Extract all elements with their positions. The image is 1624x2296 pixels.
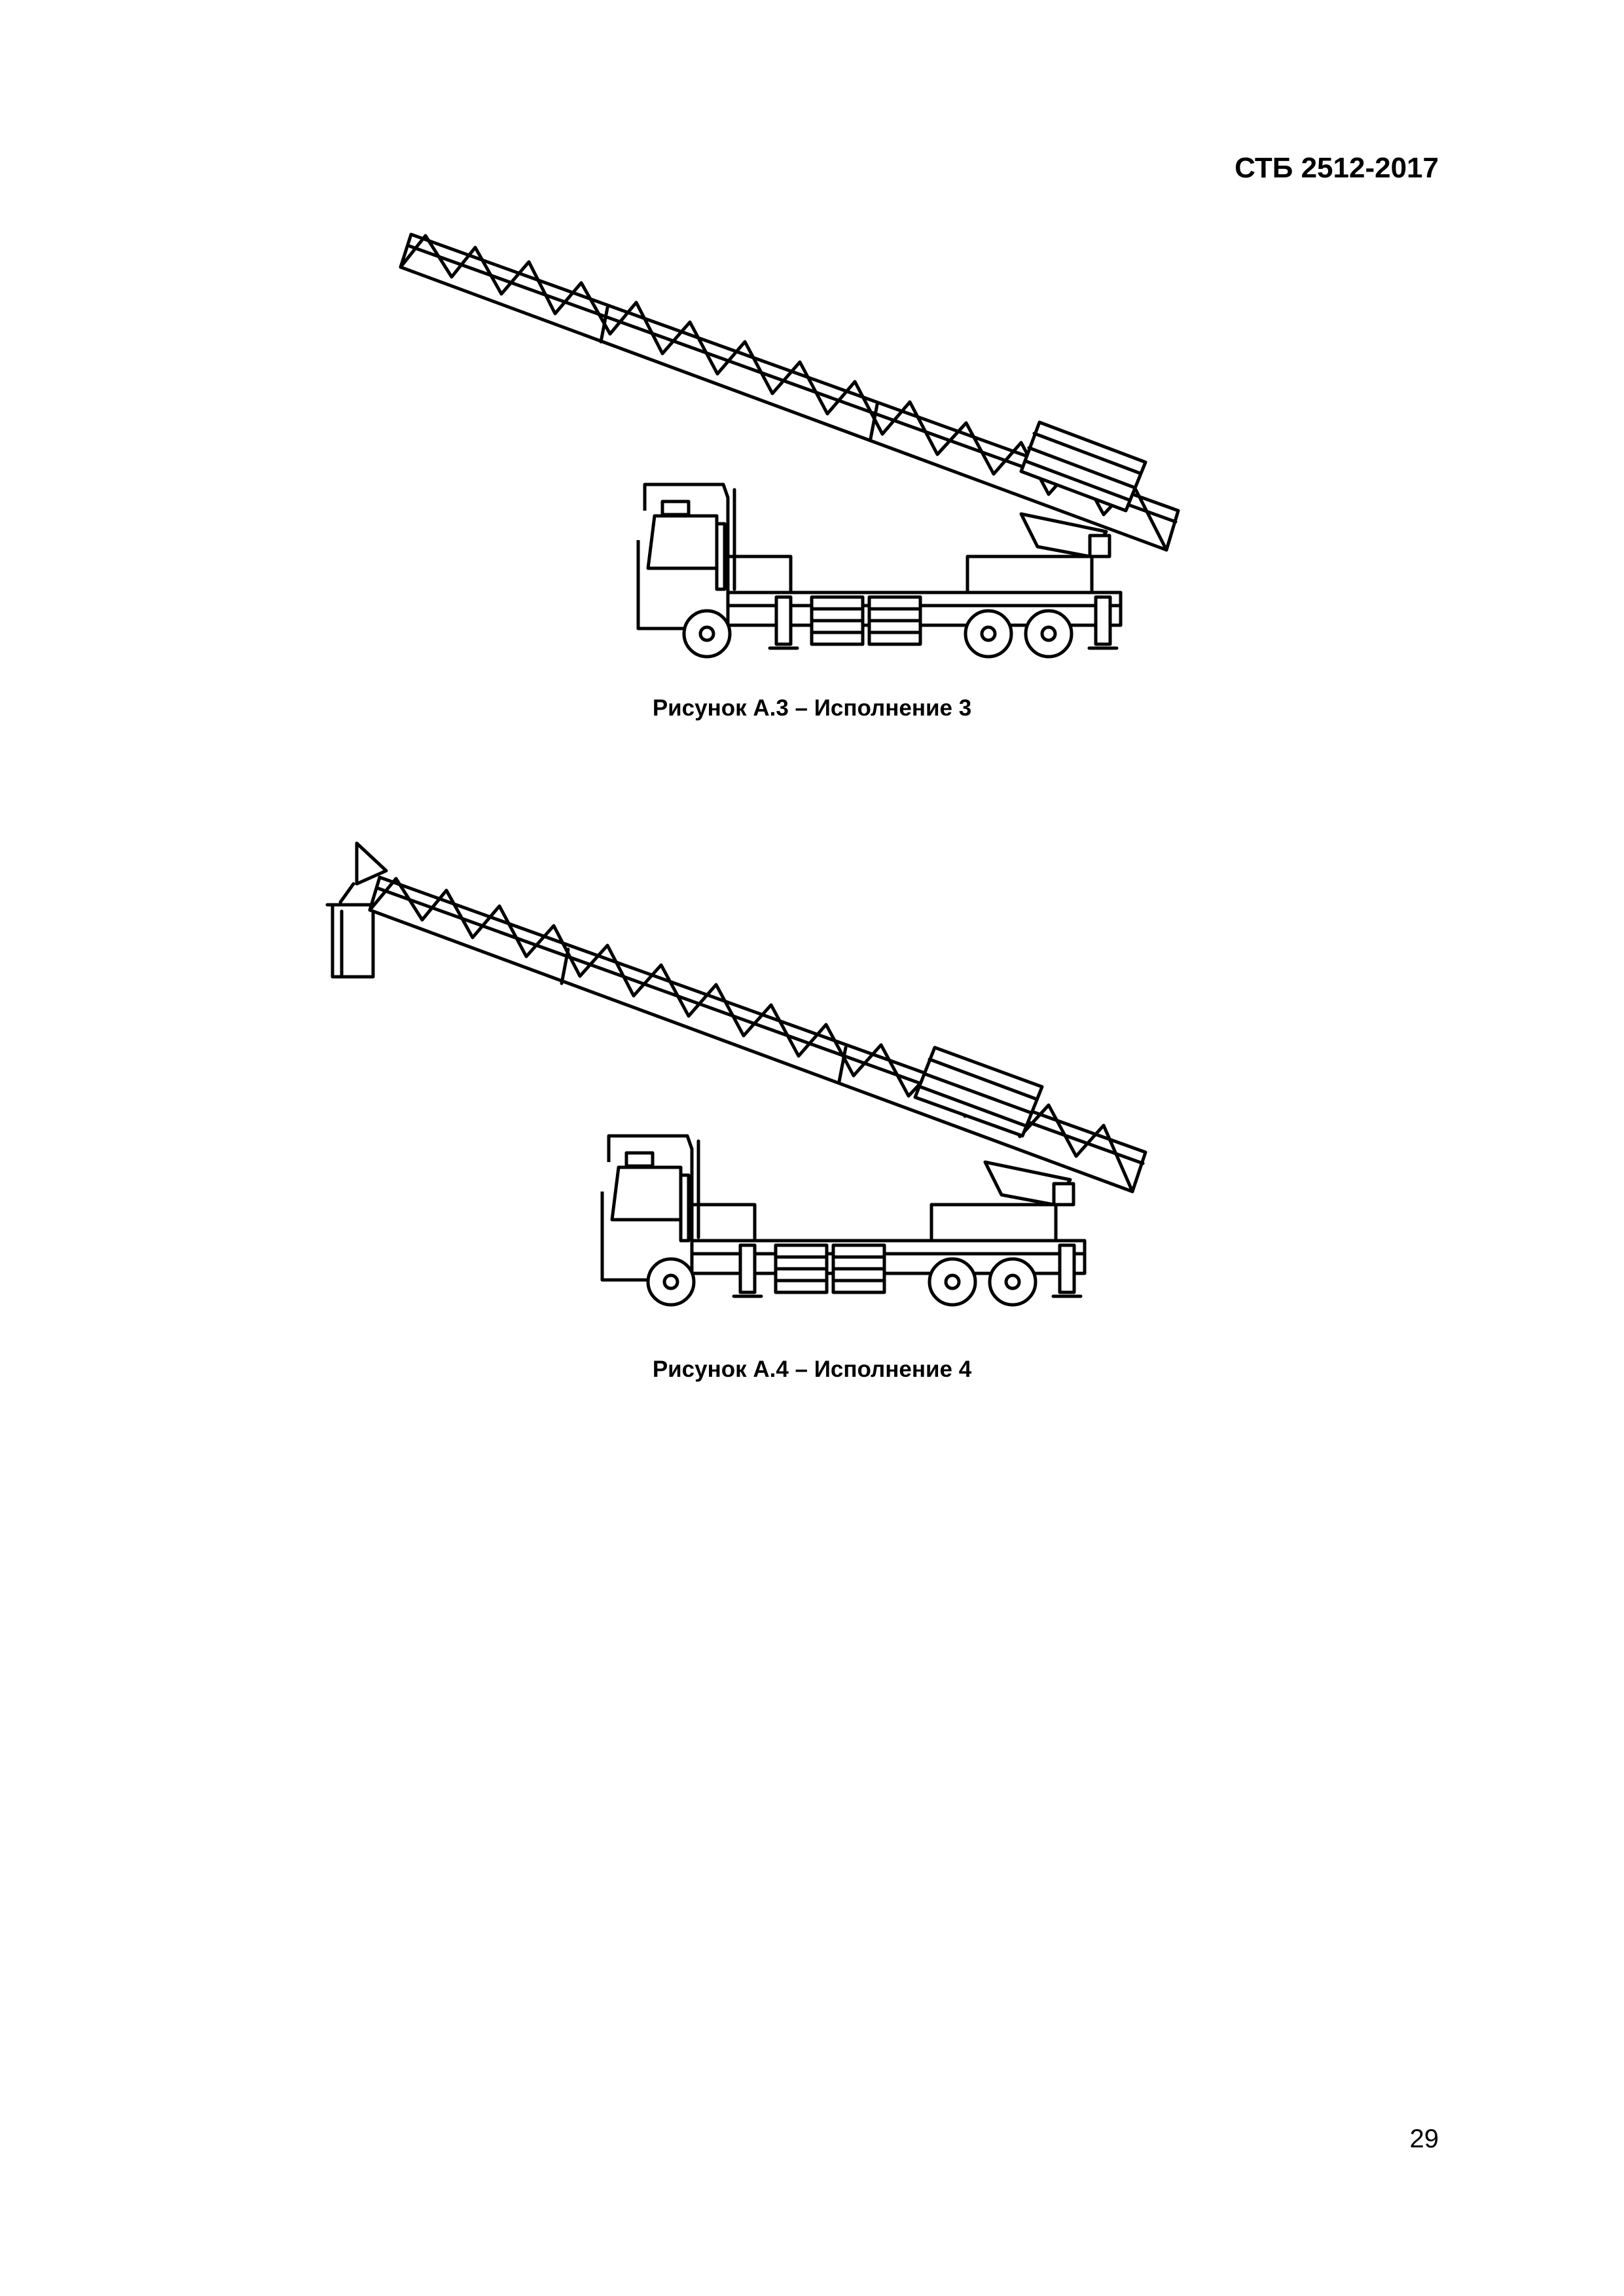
ladder-truck-drawing: [399, 232, 1180, 659]
figure-caption: Рисунок А.3 – Исполнение 3: [652, 695, 972, 721]
page-number: 29: [1409, 2124, 1439, 2153]
ladder-truck-drawing: [325, 841, 1147, 1307]
ladder-boom: [399, 232, 1180, 552]
standard-code: СТБ 2512-2017: [1235, 152, 1439, 184]
truck: [636, 483, 1123, 659]
rescue-cradle: [325, 841, 388, 979]
truck: [600, 1134, 1087, 1307]
figure-caption: Рисунок А.4 – Исполнение 4: [652, 1357, 972, 1382]
ladder-boom: [368, 875, 1147, 1194]
